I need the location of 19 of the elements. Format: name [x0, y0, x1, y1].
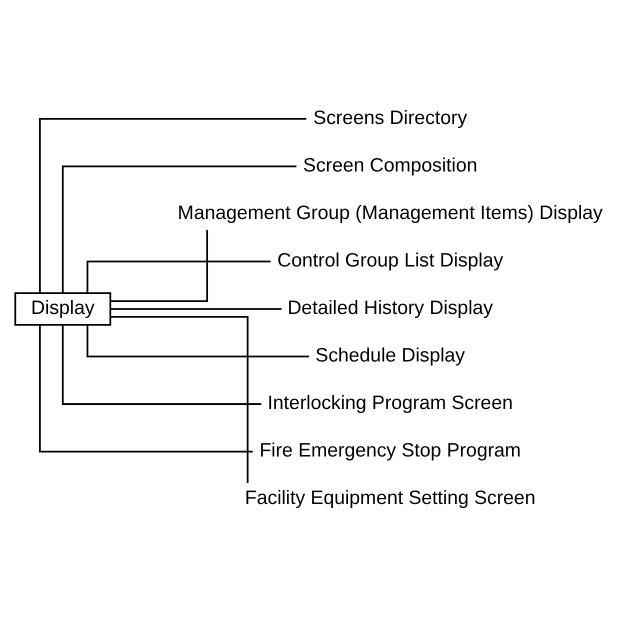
- connector: [62, 325, 262, 404]
- node-text: Management Group (Management Items) Display: [178, 201, 603, 224]
- node-text: Interlocking Program Screen: [268, 391, 513, 414]
- node-text: Schedule Display: [315, 344, 466, 366]
- node-box: Display: [14, 292, 112, 326]
- node-text: Fire Emergency Stop Program: [259, 439, 521, 462]
- connector: [39, 118, 306, 292]
- node-text: Screen Composition: [303, 154, 478, 176]
- node-text: Facility Equipment Setting Screen: [244, 486, 536, 509]
- connector: [62, 165, 296, 292]
- connector: [39, 324, 253, 452]
- connector: [110, 229, 208, 302]
- node-text: Detailed History Display: [287, 296, 493, 318]
- node-text: Control Group List Display: [277, 248, 504, 271]
- connector: [110, 308, 282, 310]
- connector: [110, 316, 248, 482]
- node-text: Screens Directory: [313, 106, 468, 128]
- connector: [86, 324, 310, 357]
- connector: [86, 260, 271, 292]
